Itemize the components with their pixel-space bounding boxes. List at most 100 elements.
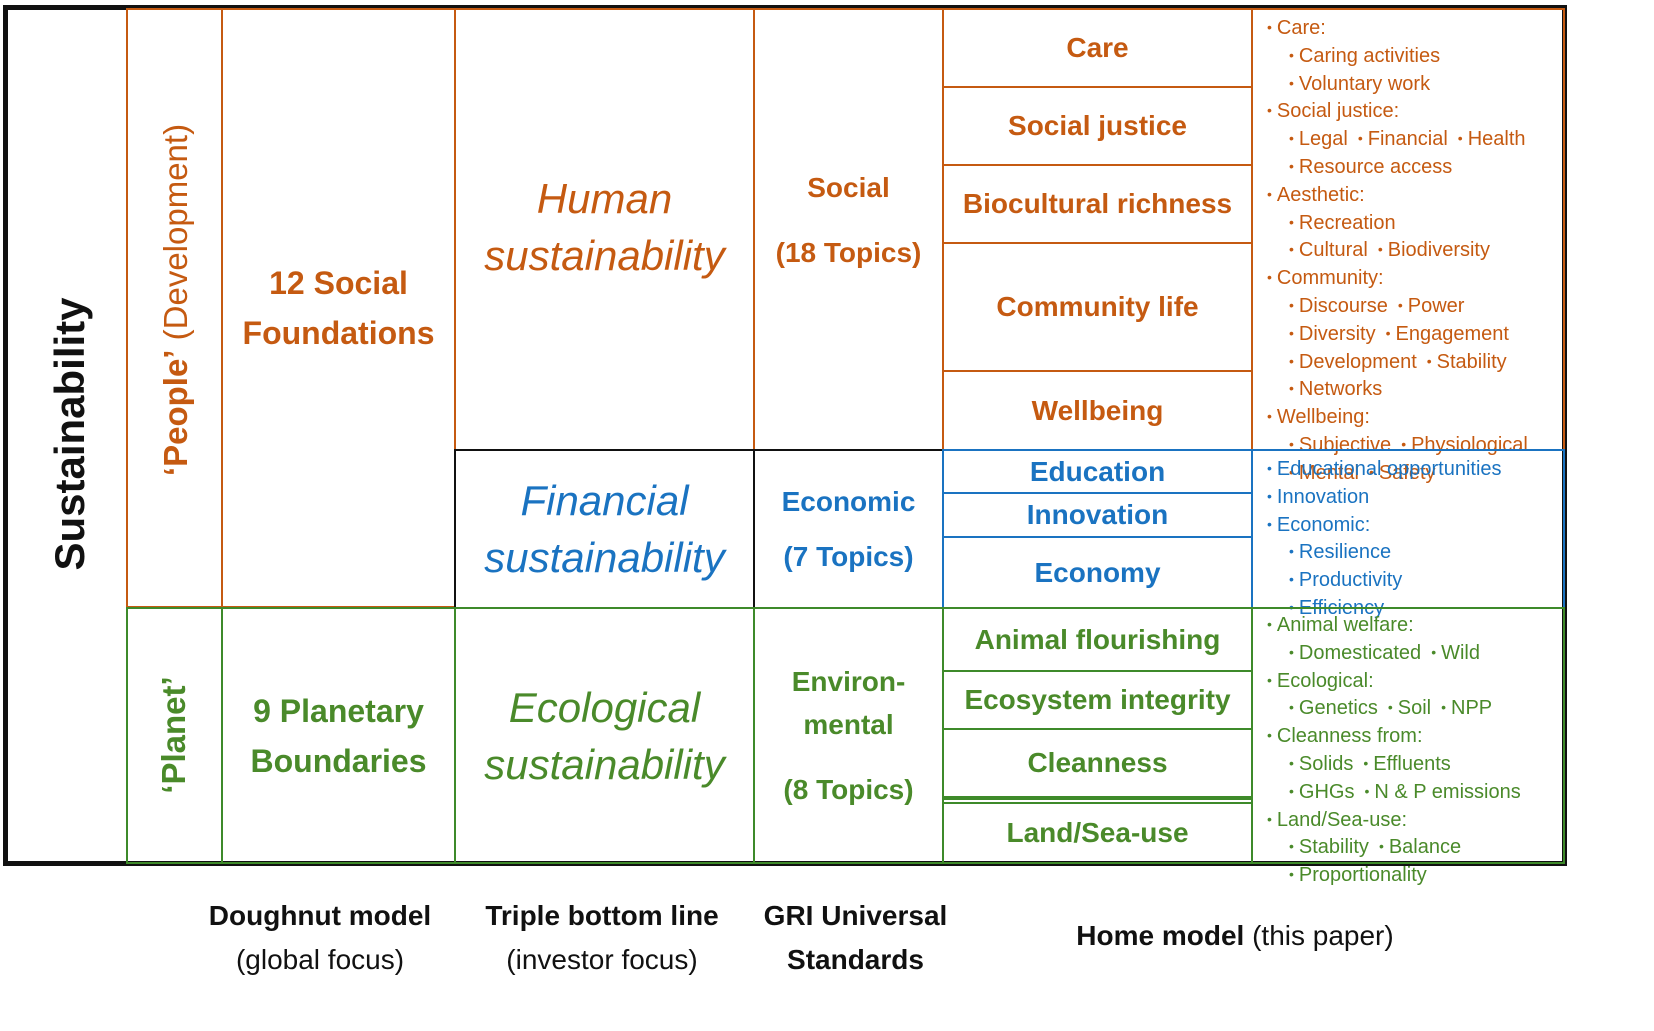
detail-item-text: Voluntary work bbox=[1298, 72, 1431, 95]
detail-item-text: Resilience bbox=[1298, 541, 1392, 564]
home-row-animal-flourishing: Animal flourishing bbox=[942, 607, 1253, 672]
social-foundations-line1: 12 Social bbox=[269, 265, 408, 301]
detail-list-item: •Animal welfare: bbox=[1267, 611, 1563, 639]
bullet-icon: • bbox=[1426, 352, 1432, 369]
social-foundations-line2: Foundations bbox=[242, 315, 435, 351]
bullet-icon: • bbox=[1289, 74, 1294, 91]
detail-list-item: •Social justice: bbox=[1267, 97, 1563, 125]
detail-list-item: •Cleanness from: bbox=[1267, 722, 1563, 750]
bullet-icon: • bbox=[1267, 515, 1272, 532]
detail-item-text: Development bbox=[1298, 350, 1417, 373]
detail-item-text: Animal welfare: bbox=[1276, 614, 1414, 636]
financial-sustainability-cell: Financial sustainability bbox=[454, 449, 755, 609]
ecological-sustainability-line2: sustainability bbox=[484, 740, 725, 788]
bullet-icon: • bbox=[1289, 866, 1294, 883]
detail-list-item: •Networks bbox=[1267, 375, 1563, 403]
detail-list-item: •Resource access bbox=[1267, 153, 1563, 181]
footer-gri-line2: Standards bbox=[787, 944, 924, 975]
detail-list-item: •Ecological: bbox=[1267, 667, 1563, 695]
ecological-sustainability-cell: Ecological sustainability bbox=[454, 607, 755, 864]
bullet-icon: • bbox=[1267, 487, 1272, 504]
footer-tbl-sub: (investor focus) bbox=[506, 944, 698, 975]
detail-item-text: Mental bbox=[1298, 461, 1359, 484]
people-quoted: ‘People’ bbox=[157, 349, 194, 477]
detail-list-item: •Aesthetic: bbox=[1267, 181, 1563, 209]
bullet-icon: • bbox=[1289, 241, 1294, 258]
bullet-icon: • bbox=[1267, 727, 1272, 744]
bullet-icon: • bbox=[1267, 671, 1272, 688]
bullet-icon: • bbox=[1368, 463, 1374, 480]
bullet-icon: • bbox=[1289, 571, 1294, 588]
bullet-icon: • bbox=[1289, 598, 1294, 615]
bullet-icon: • bbox=[1289, 46, 1294, 63]
bullet-icon: • bbox=[1289, 463, 1294, 480]
bullet-icon: • bbox=[1289, 699, 1294, 716]
detail-list-item: •Proportionality bbox=[1267, 861, 1563, 889]
home-row-education: Education bbox=[942, 449, 1253, 494]
detail-list-item: •Legal•Financial•Health bbox=[1267, 125, 1563, 153]
detail-list-item: •Land/Sea-use: bbox=[1267, 806, 1563, 834]
detail-list-item: •Community: bbox=[1267, 264, 1563, 292]
detail-list-item: •Care: bbox=[1267, 14, 1563, 42]
home-row-community-life: Community life bbox=[942, 242, 1253, 372]
environmental-details-list: •Animal welfare:•Domesticated•Wild•Ecolo… bbox=[1267, 611, 1563, 889]
people-label: ‘People’ (Development) bbox=[156, 110, 196, 490]
bullet-icon: • bbox=[1267, 616, 1272, 632]
detail-list-item: •Educational opportunities bbox=[1267, 455, 1563, 483]
detail-list-item: •Stability•Balance bbox=[1267, 833, 1563, 861]
detail-item-text: Cultural bbox=[1298, 239, 1368, 262]
detail-item-text: N & P emissions bbox=[1374, 780, 1521, 803]
home-row-land-sea-use: Land/Sea-use bbox=[942, 802, 1253, 864]
detail-list-item: •Domesticated•Wild bbox=[1267, 639, 1563, 667]
gri-social-cell: Social (18 Topics) bbox=[753, 8, 944, 451]
gri-environmental-line1: Environ- bbox=[791, 666, 906, 697]
gri-environmental-line2: mental bbox=[803, 709, 894, 740]
bullet-icon: • bbox=[1289, 324, 1294, 341]
bullet-icon: • bbox=[1377, 241, 1383, 258]
detail-list-item: •Diversity•Engagement bbox=[1267, 320, 1563, 348]
bullet-icon: • bbox=[1289, 782, 1294, 799]
bullet-icon: • bbox=[1267, 102, 1272, 119]
social-foundations-cell: 12 Social Foundations bbox=[221, 8, 456, 608]
detail-item-text: Legal bbox=[1298, 128, 1348, 151]
detail-item-text: Innovation bbox=[1276, 485, 1370, 508]
detail-item-text: Financial bbox=[1367, 128, 1448, 151]
detail-item-text: Health bbox=[1467, 128, 1526, 151]
footer-home: Home model (this paper) bbox=[1020, 914, 1450, 958]
detail-item-text: Genetics bbox=[1298, 697, 1378, 720]
footer-gri: GRI Universal Standards bbox=[748, 894, 963, 982]
bullet-icon: • bbox=[1289, 380, 1294, 397]
bullet-icon: • bbox=[1289, 838, 1294, 855]
detail-item-text: Engagement bbox=[1395, 322, 1509, 345]
footer-doughnut-title: Doughnut model bbox=[208, 900, 432, 931]
sustainability-label: Sustainability bbox=[46, 297, 93, 571]
detail-list-item: •Productivity bbox=[1267, 566, 1563, 594]
detail-list-item: •Cultural•Biodiversity bbox=[1267, 236, 1563, 264]
bullet-icon: • bbox=[1385, 324, 1391, 341]
home-row-wellbeing: Wellbeing bbox=[942, 370, 1253, 451]
detail-list-item: •Discourse•Power bbox=[1267, 292, 1563, 320]
footer-tbl-title: Triple bottom line bbox=[485, 900, 719, 931]
detail-item-text: Wild bbox=[1441, 641, 1480, 664]
bullet-icon: • bbox=[1267, 408, 1272, 425]
bullet-icon: • bbox=[1387, 699, 1393, 716]
financial-sustainability-line2: sustainability bbox=[484, 534, 725, 581]
home-row-ecosystem-integrity: Ecosystem integrity bbox=[942, 670, 1253, 730]
detail-list-item: •GHGs•N & P emissions bbox=[1267, 778, 1563, 806]
detail-list-item: •Solids•Effluents bbox=[1267, 750, 1563, 778]
detail-item-text: Ecological: bbox=[1276, 669, 1374, 692]
planetary-boundaries-line2: Boundaries bbox=[250, 742, 427, 779]
bullet-icon: • bbox=[1401, 435, 1407, 452]
gri-social-line2: (18 Topics) bbox=[775, 236, 922, 268]
detail-item-text: Balance bbox=[1388, 836, 1462, 859]
detail-item-text: Domesticated bbox=[1298, 641, 1422, 664]
footer-home-sub: (this paper) bbox=[1252, 920, 1394, 951]
detail-item-text: Productivity bbox=[1298, 569, 1403, 592]
bullet-icon: • bbox=[1364, 782, 1370, 799]
planetary-boundaries-line1: 9 Planetary bbox=[253, 692, 424, 729]
detail-item-text: Care: bbox=[1276, 17, 1326, 39]
detail-item-text: NPP bbox=[1451, 697, 1493, 720]
detail-list-item: •Innovation bbox=[1267, 483, 1563, 511]
home-row-care: Care bbox=[942, 8, 1253, 88]
human-sustainability-line2: sustainability bbox=[484, 232, 725, 279]
